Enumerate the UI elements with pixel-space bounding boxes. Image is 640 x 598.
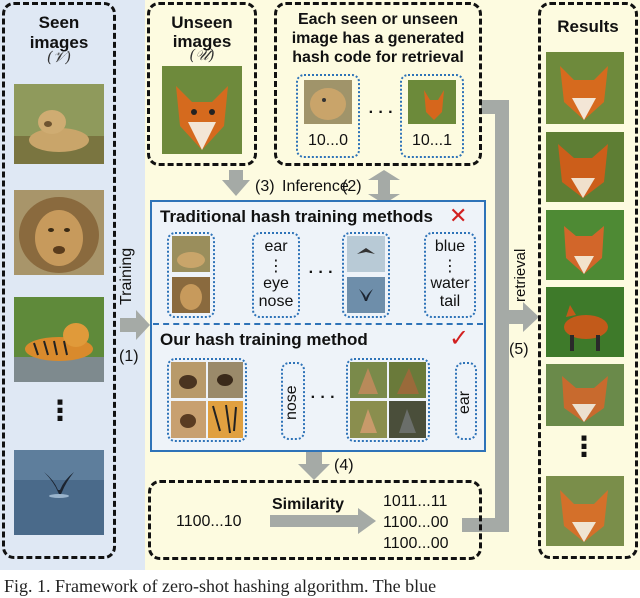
ours-patch-ear-2 — [389, 362, 426, 398]
fox-query-photo — [162, 66, 242, 154]
lion-photo — [14, 190, 104, 275]
ours-patch-ear-1 — [350, 362, 387, 398]
inference-label: Inference — [282, 178, 349, 195]
results-title: Results — [557, 17, 619, 36]
whale-tail-photo — [14, 450, 104, 535]
result-fox-6 — [546, 476, 624, 546]
similarity-code-3: 1100...00 — [383, 535, 449, 552]
figure-caption: Fig. 1. Framework of zero-shot hashing a… — [4, 576, 437, 596]
traditional-word-water: water — [430, 275, 470, 292]
traditional-word-blue: blue — [434, 238, 466, 255]
ours-patch-ear-4 — [389, 401, 426, 438]
results-ellipsis: ⋮ — [570, 431, 598, 462]
tiger-photo — [14, 297, 104, 382]
hash-ellipsis: · · · — [368, 104, 394, 121]
seen-title-line2: images — [29, 33, 89, 52]
result-fox-1 — [546, 52, 624, 124]
hash-lion-thumb — [304, 80, 352, 124]
traditional-seen-pair — [167, 232, 215, 318]
seen-symbol: (𝒱) — [46, 48, 72, 66]
ours-seen-attribute — [281, 362, 305, 440]
result-fox-2 — [546, 132, 624, 202]
traditional-cross-mark: ✕ — [449, 203, 468, 228]
hash-fox-thumb — [408, 80, 456, 124]
similarity-code-2: 1100...00 — [383, 514, 449, 531]
similarity-step: (4) — [334, 457, 354, 474]
hash-code-panel — [274, 2, 482, 166]
similarity-panel — [148, 480, 482, 560]
hash-title-line1: Each seen or unseen — [297, 11, 459, 28]
framework-divider — [153, 323, 483, 325]
traditional-title: Traditional hash training methods — [160, 207, 433, 226]
traditional-word-nose: nose — [258, 293, 294, 310]
traditional-lioness-thumb — [172, 236, 210, 272]
hash-code-right: 10...1 — [411, 132, 453, 149]
seen-title-line1: Seen — [38, 13, 80, 32]
traditional-bird-thumb — [347, 236, 385, 272]
result-fox-5 — [546, 364, 624, 426]
ours-patch-nose-1 — [171, 362, 206, 398]
ours-unseen-patches — [346, 358, 430, 442]
ours-check-mark: ✓ — [449, 325, 470, 352]
traditional-word-eye: eye — [263, 275, 289, 292]
traditional-word-ear: ear — [264, 238, 288, 255]
hash-item-unseen — [400, 74, 464, 158]
traditional-lion-thumb — [172, 277, 210, 313]
unseen-symbol: (𝒰) — [189, 46, 215, 64]
inference-step2: (2) — [342, 178, 362, 195]
ours-patch-ear-3 — [350, 401, 387, 438]
hash-code-left: 10...0 — [307, 132, 349, 149]
traditional-word-tail: tail — [439, 293, 461, 310]
result-fox-3 — [546, 210, 624, 280]
ours-seen-patches — [167, 358, 247, 442]
similarity-query-code: 1100...10 — [176, 513, 242, 530]
seen-ellipsis: ⋮ — [46, 395, 74, 426]
training-step: (1) — [119, 348, 139, 365]
hash-title-line3: hash code for retrieval — [292, 49, 464, 66]
ours-word-ear: ear — [456, 390, 473, 414]
seen-images-panel — [2, 2, 116, 559]
ours-unseen-attribute — [455, 362, 477, 440]
training-label: Training — [118, 247, 135, 305]
similarity-label: Similarity — [272, 496, 345, 513]
retrieval-label: retrieval — [512, 248, 529, 302]
hash-item-seen — [296, 74, 360, 158]
traditional-word-dots: ⋮ — [268, 258, 284, 275]
unseen-images-panel — [147, 2, 257, 166]
ours-word-nose: nose — [283, 385, 300, 420]
hash-title-line2: image has a generated — [291, 30, 465, 47]
unseen-title-line1: Unseen — [171, 13, 233, 32]
retrieval-step: (5) — [509, 341, 529, 358]
traditional-ellipsis: · · · — [308, 264, 334, 281]
unseen-title-line2: images — [172, 32, 232, 51]
result-fox-4 — [546, 287, 624, 357]
similarity-code-1: 1011...11 — [383, 493, 448, 510]
inference-step3: (3) — [255, 178, 275, 195]
ours-ellipsis: · · · — [310, 389, 336, 406]
traditional-seen-attributes — [252, 232, 300, 318]
traditional-unseen-pair — [342, 232, 390, 318]
ours-patch-nose-3 — [171, 401, 206, 438]
traditional-whale-thumb — [347, 277, 385, 313]
ours-patch-nose-2 — [208, 362, 243, 398]
ours-patch-nose-4 — [208, 401, 243, 438]
results-panel — [538, 2, 638, 559]
traditional-word-dots2: ⋮ — [442, 258, 458, 275]
traditional-unseen-attributes — [424, 232, 476, 318]
lioness-photo — [14, 84, 104, 164]
ours-title: Our hash training method — [160, 330, 368, 349]
